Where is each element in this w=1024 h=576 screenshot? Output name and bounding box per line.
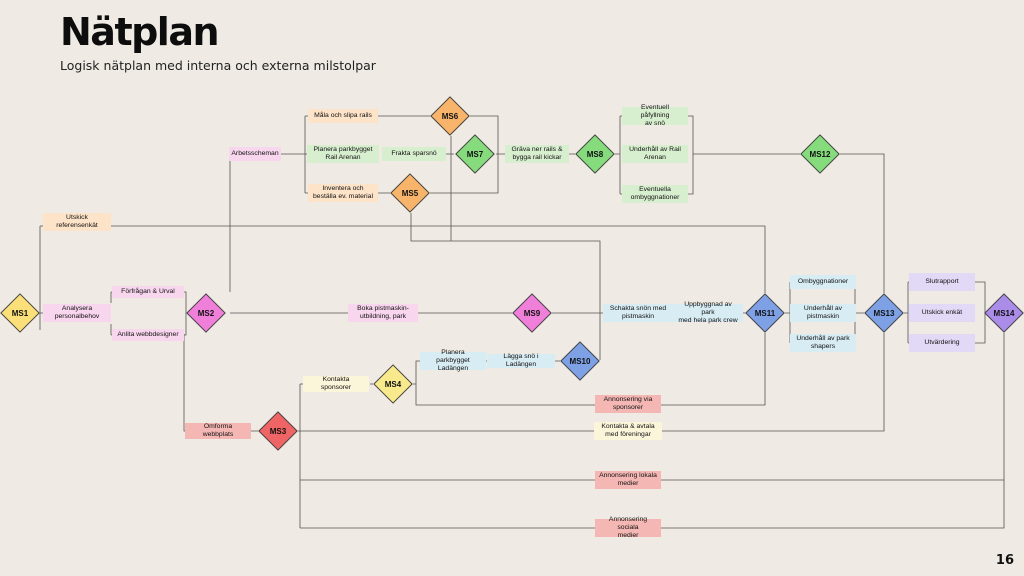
page-title: Nätplan bbox=[60, 10, 220, 54]
milestone-label: MS11 bbox=[754, 308, 776, 318]
milestone-ms14: MS14 bbox=[984, 293, 1024, 333]
task-anlita-webbdesigner: Anlita webbdesigner bbox=[112, 329, 184, 341]
milestone-ms7: MS7 bbox=[455, 134, 495, 174]
milestone-label: MS12 bbox=[809, 149, 831, 159]
milestone-label: MS5 bbox=[401, 188, 419, 198]
task-grava-rails: Gräva ner rails & bygga rail kickar bbox=[505, 145, 569, 163]
task-underhall-park-shapers: Underhåll av park shapers bbox=[790, 334, 856, 352]
milestone-ms10: MS10 bbox=[560, 341, 600, 381]
milestone-label: MS14 bbox=[993, 308, 1015, 318]
milestone-ms4: MS4 bbox=[373, 364, 413, 404]
task-utskick-referensenkat: Utskick referensenkät bbox=[43, 213, 111, 231]
task-analysera-personalbehov: Analysera personalbehov bbox=[43, 304, 111, 322]
task-ombyggnationer: Ombyggnationer bbox=[790, 275, 856, 289]
task-annonsering-lokala-medier: Annonsering lokala medier bbox=[595, 471, 661, 489]
task-planera-rail-arenan: Planera parkbygget Rail Arenan bbox=[307, 145, 379, 163]
milestone-ms12: MS12 bbox=[800, 134, 840, 174]
milestone-label: MS3 bbox=[269, 426, 287, 436]
milestone-ms1: MS1 bbox=[0, 293, 40, 333]
milestone-label: MS7 bbox=[466, 149, 484, 159]
task-arbetsscheman: Arbetsscheman bbox=[229, 147, 281, 161]
milestone-label: MS2 bbox=[197, 308, 215, 318]
task-inventera-material: Inventera och beställa ev. material bbox=[308, 184, 378, 202]
task-utskick-enkat: Utskick enkät bbox=[909, 304, 975, 322]
task-omforma-webbplats: Omforma webbplats bbox=[185, 423, 251, 439]
milestone-label: MS9 bbox=[523, 308, 541, 318]
milestone-label: MS4 bbox=[384, 379, 402, 389]
task-planera-ladangen: Planera parkbygget Ladängen bbox=[420, 349, 486, 372]
task-slutrapport: Slutrapport bbox=[909, 273, 975, 291]
task-annonsering-sponsorer: Annonsering via sponsorer bbox=[595, 395, 661, 413]
milestone-ms13: MS13 bbox=[864, 293, 904, 333]
task-utvardering: Utvärdering bbox=[909, 334, 975, 352]
task-forfragan-urval: Förfrågan & Urval bbox=[112, 286, 184, 298]
task-mala-slipa-rails: Måla och slipa rails bbox=[308, 109, 378, 123]
task-kontakta-sponsorer: Kontakta sponsorer bbox=[303, 376, 369, 392]
task-eventuella-ombyggnationer: Eventuella ombyggnationer bbox=[622, 185, 688, 203]
milestone-ms2: MS2 bbox=[186, 293, 226, 333]
milestone-ms5: MS5 bbox=[390, 173, 430, 213]
task-uppbyggnad-park: Uppbyggnad av park med hela park crew bbox=[673, 301, 743, 324]
milestone-ms8: MS8 bbox=[575, 134, 615, 174]
task-boka-pistmaskinutbildning: Boka pistmaskin- utbildning, park bbox=[348, 304, 418, 322]
task-frakta-sparsno: Frakta sparsnö bbox=[382, 147, 446, 161]
milestone-label: MS8 bbox=[586, 149, 604, 159]
task-schakta-snon: Schakta snön med pistmaskin bbox=[603, 304, 673, 322]
milestone-label: MS10 bbox=[569, 356, 591, 366]
milestone-ms11: MS11 bbox=[745, 293, 785, 333]
task-annonsering-sociala-medier: Annonsering sociala medier bbox=[595, 516, 661, 539]
task-underhall-rail-arenan: Underhåll av Rail Arenan bbox=[622, 145, 688, 163]
milestone-label: MS1 bbox=[11, 308, 29, 318]
task-underhall-pistmaskin: Underhåll av pistmaskin bbox=[790, 304, 856, 322]
milestone-ms9: MS9 bbox=[512, 293, 552, 333]
task-eventuell-pafyllning: Eventuell påfyllning av snö bbox=[622, 104, 688, 127]
milestone-label: MS6 bbox=[441, 111, 459, 121]
task-kontakta-foreningar: Kontakta & avtala med föreningar bbox=[594, 422, 662, 440]
milestone-ms6: MS6 bbox=[430, 96, 470, 136]
milestone-label: MS13 bbox=[873, 308, 895, 318]
page-number: 16 bbox=[995, 553, 1014, 568]
task-lagga-sno-ladangen: Lägga snö i Ladängen bbox=[487, 353, 555, 368]
page-subtitle: Logisk nätplan med interna och externa m… bbox=[60, 58, 376, 73]
milestone-ms3: MS3 bbox=[258, 411, 298, 451]
